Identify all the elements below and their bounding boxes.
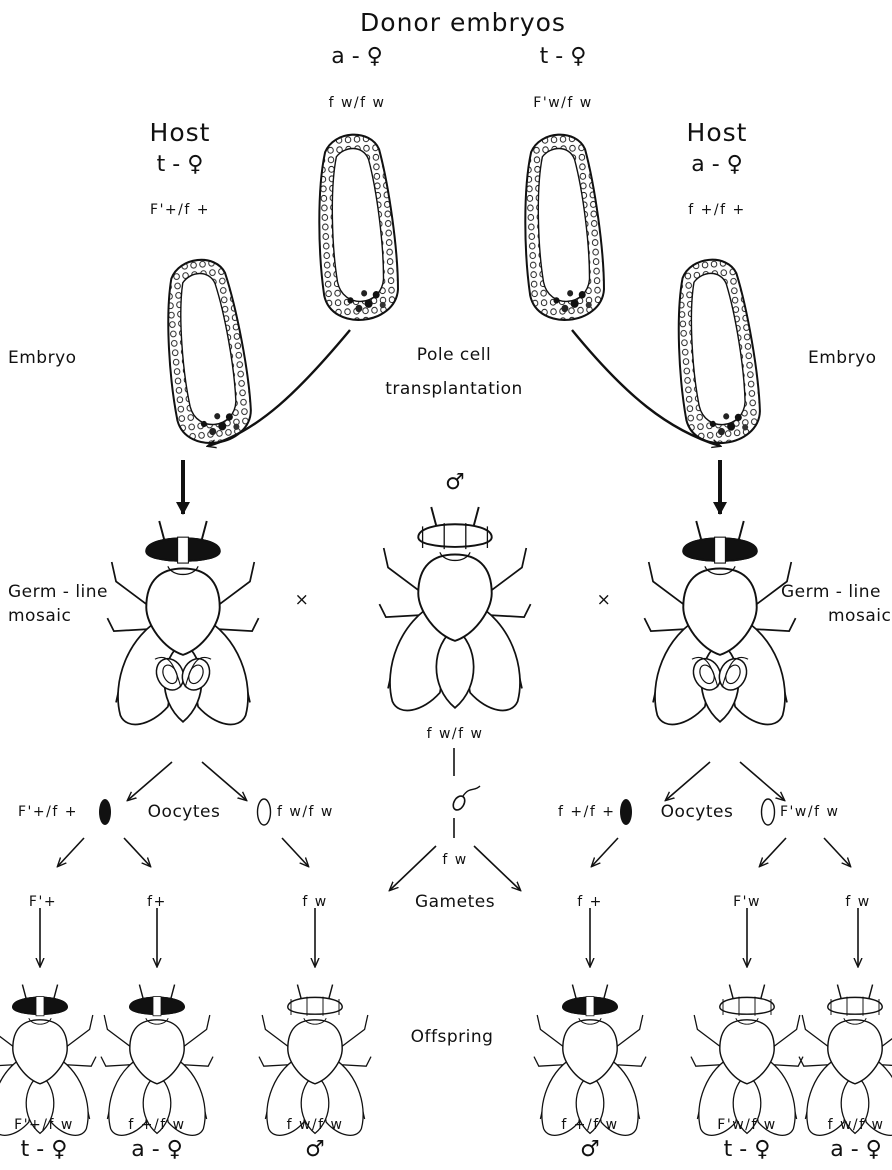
mosaic-label-right-line1: Germ - line — [781, 582, 881, 602]
embryo-label-right: Embryo — [808, 348, 877, 368]
arrow — [474, 846, 520, 890]
offspring-5-genotype: F'w/f w — [717, 1117, 776, 1133]
arrow — [58, 838, 84, 866]
offspring-label: Offspring — [411, 1027, 494, 1047]
gametes-label: Gametes — [415, 892, 495, 912]
arrow — [592, 838, 618, 866]
oocyte-dark-right — [620, 799, 632, 825]
arrow — [202, 762, 246, 800]
offspring-fly-5 — [691, 985, 803, 1136]
offspring-3-genotype: f w/f w — [287, 1117, 344, 1133]
offspring-4-sex: ♂ — [580, 1137, 600, 1162]
donor-embryo-right — [520, 133, 605, 322]
arrow — [124, 838, 150, 866]
mosaic-fly-right — [644, 521, 795, 724]
mosaic-fly-left — [107, 521, 258, 724]
cross-symbol-right: × — [597, 590, 612, 610]
offspring-5-sex: t - ♀ — [724, 1137, 771, 1162]
transplantation-label: transplantation — [385, 379, 523, 399]
host-left-sex: t - ♀ — [157, 152, 204, 177]
arrow — [282, 838, 308, 866]
arrow — [128, 762, 172, 800]
mosaic-label-right-line2: mosaic — [828, 606, 891, 626]
arrow — [760, 838, 786, 866]
pole-cell-label: Pole cell — [417, 345, 491, 365]
oocyte-dark-right-genotype: f +/f + — [558, 804, 615, 820]
gamete-6: f w — [845, 894, 870, 910]
oocyte-light-left — [258, 799, 271, 825]
arrow — [740, 762, 784, 800]
cross-symbol-left: × — [295, 590, 310, 610]
male-gamete-genotype: f w — [442, 852, 467, 868]
sperm-icon — [451, 748, 480, 838]
oocyte-light-right — [762, 799, 775, 825]
offspring-fly-1 — [0, 985, 96, 1136]
male-parent-genotype: f w/f w — [427, 726, 484, 742]
donor-right-sex: t - ♀ — [540, 44, 587, 69]
offspring-2-genotype: f +/f w — [128, 1117, 185, 1133]
host-embryo-left — [160, 256, 254, 447]
arrow — [390, 846, 436, 890]
mosaic-label-left-line1: Germ - line — [8, 582, 108, 602]
arrow — [824, 838, 850, 866]
offspring-fly-3 — [259, 985, 371, 1136]
arrow — [666, 762, 710, 800]
male-fly — [379, 507, 530, 710]
host-left-genotype: F'+/f + — [150, 202, 210, 218]
gamete-3: f w — [302, 894, 327, 910]
offspring-1-genotype: F'+/f w — [14, 1117, 74, 1133]
oocyte-light-left-genotype: f w/f w — [277, 804, 334, 820]
oocytes-label-left: Oocytes — [148, 802, 221, 822]
offspring-6-genotype: f w/f w — [828, 1117, 885, 1133]
host-right-title: Host — [687, 118, 748, 147]
offspring-4-genotype: f +/f w — [561, 1117, 618, 1133]
oocytes-label-right: Oocytes — [661, 802, 734, 822]
donor-embryo-left — [314, 133, 399, 322]
offspring-2-sex: a - ♀ — [131, 1137, 183, 1162]
offspring-fly-2 — [101, 985, 213, 1136]
gamete-2: f+ — [147, 894, 167, 910]
offspring-fly-6 — [799, 985, 892, 1136]
oocyte-dark-left-genotype: F'+/f + — [18, 804, 78, 820]
offspring-1-sex: t - ♀ — [21, 1137, 68, 1162]
mosaic-label-left-line2: mosaic — [8, 606, 71, 626]
host-left-title: Host — [150, 118, 211, 147]
donor-left-sex: a - ♀ — [331, 44, 383, 69]
oocyte-light-right-genotype: F'w/f w — [780, 804, 839, 820]
donor-right-genotype: F'w/f w — [533, 95, 592, 111]
offspring-3-sex: ♂ — [305, 1137, 325, 1162]
offspring-6-sex: a - ♀ — [830, 1137, 882, 1162]
gamete-5: F'w — [733, 894, 761, 910]
gamete-4: f + — [577, 894, 603, 910]
donor-left-genotype: f w/f w — [329, 95, 386, 111]
host-right-sex: a - ♀ — [691, 152, 743, 177]
gamete-1: F'+ — [29, 894, 57, 910]
oocyte-dark-left — [99, 799, 111, 825]
embryo-label-left: Embryo — [8, 348, 77, 368]
host-right-genotype: f +/f + — [688, 202, 745, 218]
diagram-title: Donor embryos — [360, 8, 566, 37]
male-parent-sex: ♂ — [445, 470, 465, 495]
offspring-fly-4 — [534, 985, 646, 1136]
host-embryo-right — [671, 256, 762, 446]
